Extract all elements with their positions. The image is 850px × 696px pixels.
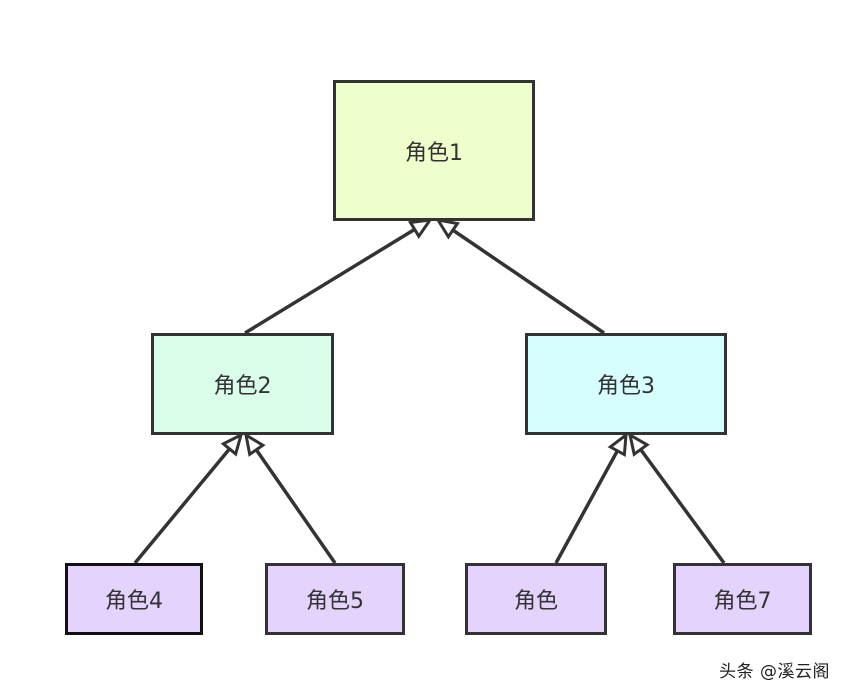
edge-line-role7-to-role3 [639,448,726,565]
edge-line-role4-to-role2 [133,447,231,565]
role-3-box[interactable]: 角色3 [525,333,727,435]
role-1-box[interactable]: 角色1 [333,80,535,221]
watermark: 头条 @溪云阁 [719,662,830,682]
role-5-label: 角色5 [306,589,364,614]
role-1-label: 角色1 [405,140,463,166]
role-2-label: 角色2 [213,374,272,399]
edge-line-role3-to-role1 [451,228,605,335]
role-6-label: 角色 [513,589,558,614]
role-6-box[interactable]: 角色 [465,563,607,635]
hollow-arrowhead-icon [243,431,266,457]
role-4-label: 角色4 [105,589,163,614]
hollow-arrowhead-icon [220,432,244,457]
hollow-arrowhead-icon [607,431,628,458]
edge-line-role5-to-role2 [254,448,337,564]
hollow-arrowhead-icon [434,217,460,240]
hollow-arrowhead-icon [407,218,434,239]
edge-line-role2-to-role1 [244,227,416,335]
role-3-label: 角色3 [597,374,655,399]
edge-line-role6-to-role3 [554,449,619,564]
role-5-box[interactable]: 角色5 [265,563,405,635]
role-7-box[interactable]: 角色7 [673,563,812,635]
hollow-arrowhead-icon [627,432,650,457]
role-2-box[interactable]: 角色2 [151,333,334,435]
role-4-box[interactable]: 角色4 [65,563,203,635]
role-7-label: 角色7 [713,589,772,614]
